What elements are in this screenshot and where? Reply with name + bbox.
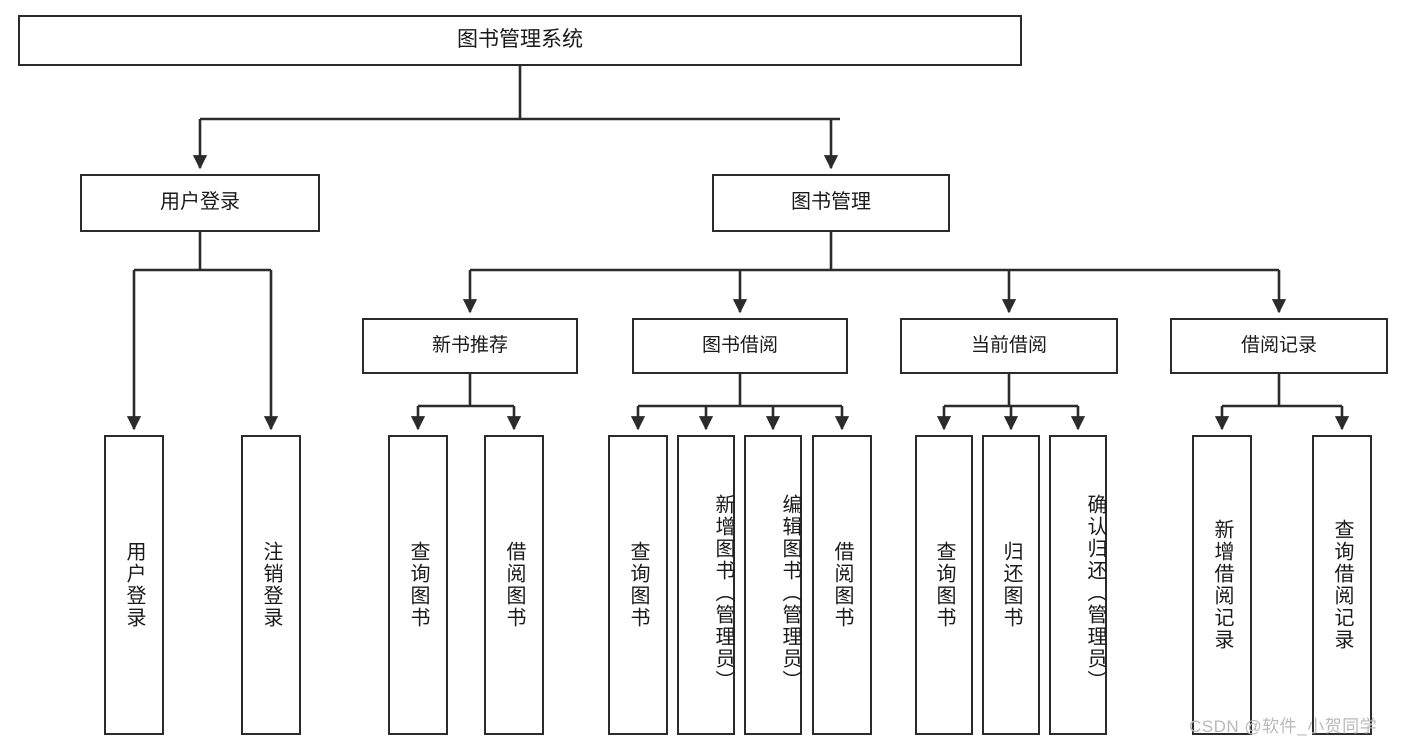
leaf-add-book-label: 新增图书（管理员） — [712, 494, 734, 692]
leaf-query-record[interactable]: 查询借阅记录 — [1312, 435, 1372, 735]
leaf-query-book-2-label: 查询图书 — [627, 541, 649, 629]
node-current-borrow-label: 当前借阅 — [970, 334, 1047, 356]
leaf-borrow-book-1-label: 借阅图书 — [503, 541, 525, 629]
node-user-login[interactable]: 用户登录 — [80, 174, 320, 232]
leaf-borrow-book-1[interactable]: 借阅图书 — [484, 435, 544, 735]
leaf-query-book-3-label: 查询图书 — [933, 541, 955, 629]
node-root-label: 图书管理系统 — [457, 28, 583, 52]
leaf-add-record[interactable]: 新增借阅记录 — [1192, 435, 1252, 735]
node-user-login-label: 用户登录 — [160, 191, 240, 214]
leaf-query-book-1[interactable]: 查询图书 — [388, 435, 448, 735]
node-book-manage[interactable]: 图书管理 — [712, 174, 950, 232]
node-borrow-record[interactable]: 借阅记录 — [1170, 318, 1388, 374]
leaf-logout[interactable]: 注销登录 — [241, 435, 301, 735]
node-new-book-rec[interactable]: 新书推荐 — [362, 318, 578, 374]
leaf-return-book-label: 归还图书 — [1000, 541, 1022, 629]
node-borrow-record-label: 借阅记录 — [1240, 334, 1317, 356]
leaf-logout-label: 注销登录 — [260, 541, 282, 629]
leaf-user-login-label: 用户登录 — [123, 541, 145, 629]
node-book-borrow-label: 图书借阅 — [701, 334, 778, 356]
leaf-borrow-book-2[interactable]: 借阅图书 — [812, 435, 872, 735]
leaf-query-book-1-label: 查询图书 — [407, 541, 429, 629]
node-book-manage-label: 图书管理 — [791, 191, 871, 214]
leaf-query-book-3[interactable]: 查询图书 — [915, 435, 973, 735]
leaf-add-record-label: 新增借阅记录 — [1211, 519, 1233, 651]
leaf-borrow-book-2-label: 借阅图书 — [831, 541, 853, 629]
leaf-query-record-label: 查询借阅记录 — [1331, 519, 1353, 651]
node-root[interactable]: 图书管理系统 — [18, 15, 1022, 66]
node-book-borrow[interactable]: 图书借阅 — [632, 318, 848, 374]
leaf-edit-book[interactable]: 编辑图书（管理员） — [744, 435, 802, 735]
leaf-user-login[interactable]: 用户登录 — [104, 435, 164, 735]
leaf-confirm-return-label: 确认归还（管理员） — [1084, 494, 1106, 692]
node-new-book-rec-label: 新书推荐 — [431, 334, 508, 356]
leaf-add-book[interactable]: 新增图书（管理员） — [677, 435, 735, 735]
node-current-borrow[interactable]: 当前借阅 — [900, 318, 1118, 374]
watermark: CSDN @软件_小贺同学 — [1189, 717, 1378, 736]
leaf-return-book[interactable]: 归还图书 — [982, 435, 1040, 735]
leaf-edit-book-label: 编辑图书（管理员） — [779, 494, 801, 692]
leaf-query-book-2[interactable]: 查询图书 — [608, 435, 668, 735]
leaf-confirm-return[interactable]: 确认归还（管理员） — [1049, 435, 1107, 735]
